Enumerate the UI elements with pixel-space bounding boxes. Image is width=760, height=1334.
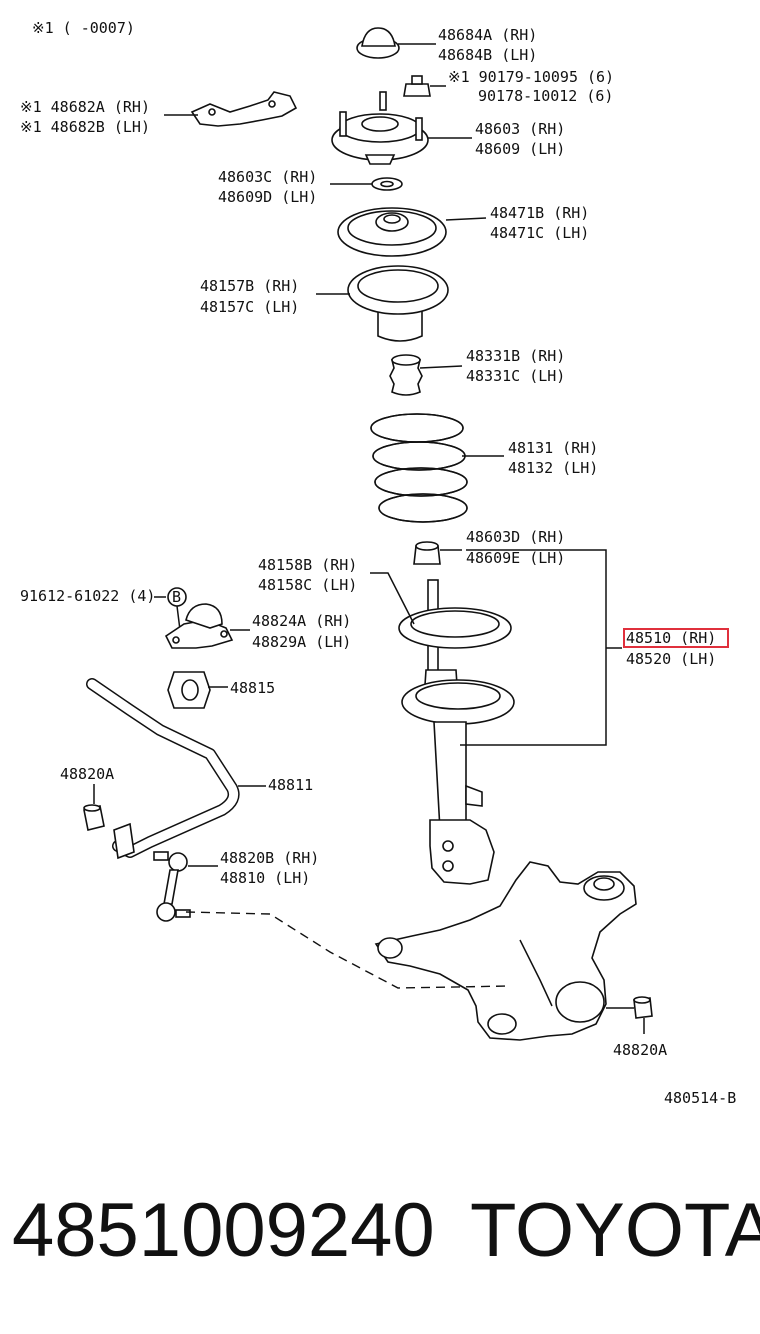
- label-48131: 48131 (RH): [508, 439, 598, 457]
- bump-stopper-48331-drawing: [389, 354, 423, 396]
- strut-assembly-48510-drawing: [398, 579, 515, 885]
- label-48811: 48811: [268, 776, 313, 794]
- label-48157b: 48157B (RH): [200, 277, 299, 295]
- label-48158c: 48158C (LH): [258, 576, 357, 594]
- bushing-48820a-left-drawing: [83, 804, 105, 831]
- label-48820a-left: 48820A: [60, 765, 114, 783]
- nut-48603d-drawing: [413, 541, 441, 565]
- label-91612: 91612-61022 (4): [20, 587, 155, 605]
- label-48331b: 48331B (RH): [466, 347, 565, 365]
- label-48609e: 48609E (LH): [466, 549, 565, 567]
- spring-insulator-48157-drawing: [347, 265, 449, 342]
- label-48682b: ※1 48682B (LH): [20, 118, 150, 136]
- label-48158b: 48158B (RH): [258, 556, 357, 574]
- label-48603: 48603 (RH): [475, 120, 565, 138]
- label-b-callout: B: [172, 588, 181, 606]
- steering-knuckle-drawing: [374, 861, 637, 1041]
- label-48815: 48815: [230, 679, 275, 697]
- label-48810: 48810 (LH): [220, 869, 310, 887]
- nut-90179-drawing: [403, 75, 431, 97]
- label-48820a-right: 48820A: [613, 1041, 667, 1059]
- stabilizer-bushing-48815-drawing: [167, 671, 211, 709]
- label-48471b: 48471B (RH): [490, 204, 589, 222]
- label-48603d: 48603D (RH): [466, 528, 565, 546]
- label-48603c: 48603C (RH): [218, 168, 317, 186]
- stabilizer-bar-48811-drawing: [86, 678, 240, 860]
- footer-part-number: 4851009240: [12, 1188, 435, 1273]
- label-48510: 48510 (RH): [626, 629, 716, 647]
- label-48682a: ※1 48682A (RH): [20, 98, 150, 116]
- label-48132: 48132 (LH): [508, 459, 598, 477]
- spring-seat-48471-drawing: [337, 207, 447, 257]
- stabilizer-link-48820b-drawing: [153, 851, 191, 922]
- note-header: ※1 ( -0007): [32, 19, 135, 37]
- label-48824a: 48824A (RH): [252, 612, 351, 630]
- label-48684b: 48684B (LH): [438, 46, 537, 64]
- coil-spring-48131-drawing: [370, 413, 468, 523]
- strut-mount-48603-drawing: [331, 91, 429, 165]
- label-48609: 48609 (LH): [475, 140, 565, 158]
- washer-48603c-drawing: [371, 177, 403, 191]
- highlight-48510: [623, 628, 729, 648]
- label-48829a: 48829A (LH): [252, 633, 351, 651]
- dust-cap-48684-drawing: [356, 27, 400, 59]
- label-48609d: 48609D (LH): [218, 188, 317, 206]
- bushing-bracket-48824-drawing: [164, 603, 234, 649]
- label-48684a: 48684A (RH): [438, 26, 537, 44]
- diagram-code: 480514-B: [664, 1089, 736, 1107]
- bracket-48682-drawing: [190, 91, 298, 127]
- bushing-48820a-right-drawing: [633, 996, 653, 1019]
- label-48157c: 48157C (LH): [200, 298, 299, 316]
- label-90178: 90178-10012 (6): [478, 87, 613, 105]
- footer-brand: TOYOTA: [470, 1188, 760, 1273]
- label-90179: ※1 90179-10095 (6): [448, 68, 614, 86]
- label-48471c: 48471C (LH): [490, 224, 589, 242]
- label-48331c: 48331C (LH): [466, 367, 565, 385]
- label-48520: 48520 (LH): [626, 650, 716, 668]
- label-48820b: 48820B (RH): [220, 849, 319, 867]
